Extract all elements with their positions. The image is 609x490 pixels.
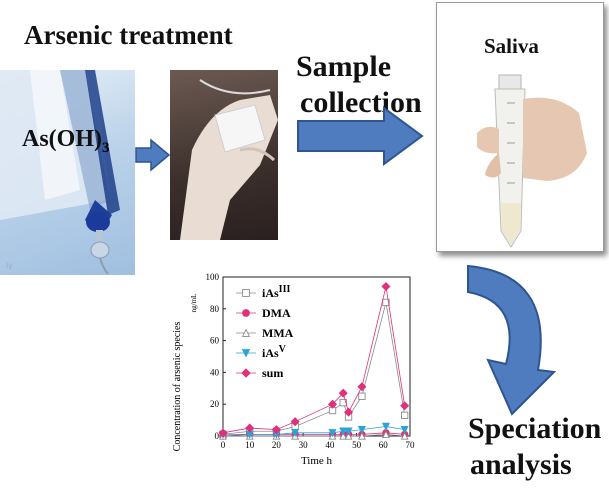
point-iAsV [357,425,366,434]
hand-illustration [180,79,278,240]
x-tick-label: 20 [272,440,282,450]
curved-arrow-icon [467,264,557,416]
legend-label: iAsV [262,344,287,360]
x-tick-label: 30 [299,440,309,450]
drug-label-subscript: 3 [102,140,110,156]
saliva-tube-illustration [437,3,603,251]
series-line-iAsV [223,426,405,435]
x-tick-label: 40 [325,440,335,450]
point-MMA [357,431,366,440]
plot-frame [222,276,411,437]
point-iAsV [400,425,409,434]
point-sum [328,399,338,409]
x-axis-label: Time h [301,455,333,467]
legend-marker [241,328,251,337]
point-iAsV [381,422,390,431]
x-tick-label: 50 [352,440,362,450]
legend-marker [242,309,250,317]
point-MMA [382,430,390,439]
legend-label-superscript: V [279,344,287,355]
saliva-label: Saliva [484,34,539,58]
point-iAsV [328,429,337,438]
point-iAsIII [401,411,409,419]
y-axis-unit: ng/mL [190,294,198,313]
step-speciation-line1: Speciation [468,412,602,445]
point-iAsV [339,427,348,436]
point-sum [381,282,391,292]
x-tick-label: 70 [406,440,416,450]
saliva-photo [436,2,604,252]
y-tick-label: 20 [210,399,220,409]
x-tick-label: 60 [379,440,389,450]
series-line-iAsIII [222,302,406,435]
point-iAsV [344,427,353,436]
y-tick-label: 40 [210,367,220,377]
x-tick-label: 10 [245,440,255,450]
legend-marker [241,368,251,378]
legend-marker [241,349,251,358]
svg-text:ly: ly [6,261,13,270]
legend-label: iAsIII [262,284,290,300]
y-tick-label: 0 [215,431,220,441]
series-line-sum [222,286,406,434]
title: Arsenic treatment [24,20,233,50]
point-iAsIII [382,298,390,307]
step-speciation-line2: analysis [470,448,572,481]
point-sum [400,401,410,411]
drug-label-text: As(OH) [22,126,102,152]
drug-label: As(OH)3 [22,122,110,156]
point-MMA [400,431,409,440]
right-arrow-icon [135,138,171,172]
x-tick-label: 0 [221,440,226,450]
legend-label-superscript: III [279,284,291,295]
point-iAsIII [339,398,347,407]
step-sample-line1: Sample [296,50,392,83]
iv-bag-photo: ly [0,70,135,275]
point-iAsV [291,429,300,438]
y-tick-label: 80 [210,304,220,314]
point-MMA [339,431,348,440]
point-sum [338,388,348,398]
series-line-MMA [223,434,405,437]
y-tick-label: 100 [206,272,220,282]
point-sum [357,382,367,392]
point-sum [271,425,281,435]
right-arrow-icon [297,106,424,166]
point-MMA [344,431,353,440]
legend-label: sum [262,366,283,380]
point-sum [290,417,300,427]
legend-label: MMA [262,326,294,340]
point-sum [344,407,354,417]
y-axis-label: Concentration of arsenic species [172,322,183,452]
hand-iv-photo [170,70,278,240]
legend-label: DMA [262,306,291,320]
point-iAsIII [358,392,366,400]
y-tick-label: 60 [210,336,220,346]
legend-marker [242,289,250,297]
iv-bag-illustration: ly [0,70,120,275]
point-sum [245,423,255,433]
step-sample-line2: collection [300,86,422,119]
point-sum [218,428,228,438]
